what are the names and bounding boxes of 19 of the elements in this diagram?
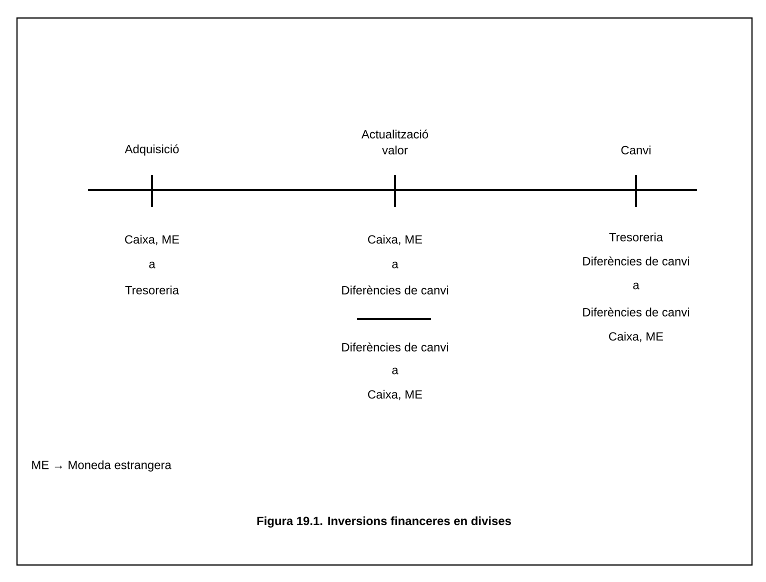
- label: ME → Moneda estrangera: [32, 460, 172, 472]
- label: a: [633, 282, 640, 290]
- label: Adquisició: [124, 144, 179, 156]
- label: a: [392, 368, 398, 374]
- label: Diferències de canvi: [342, 342, 448, 352]
- label: Canvi: [621, 146, 650, 154]
- label: a: [149, 262, 156, 268]
- label: Diferències de canvi: [583, 256, 689, 266]
- label: Diferències de canvi: [583, 308, 689, 316]
- label: Tresoreria: [125, 286, 179, 294]
- label: a: [392, 262, 398, 268]
- label: Caixa, ME: [609, 332, 664, 342]
- label: Caixa, ME: [368, 234, 422, 246]
- label: Caixa, ME: [125, 234, 180, 246]
- label: Tresoreria: [609, 232, 663, 242]
- caption: Figura 19.1. Inversions financeres en divises: [257, 516, 511, 528]
- label: Caixa, ME: [368, 390, 422, 400]
- label: Diferències de canvi: [342, 286, 448, 294]
- label: Actualització valor: [361, 130, 428, 154]
